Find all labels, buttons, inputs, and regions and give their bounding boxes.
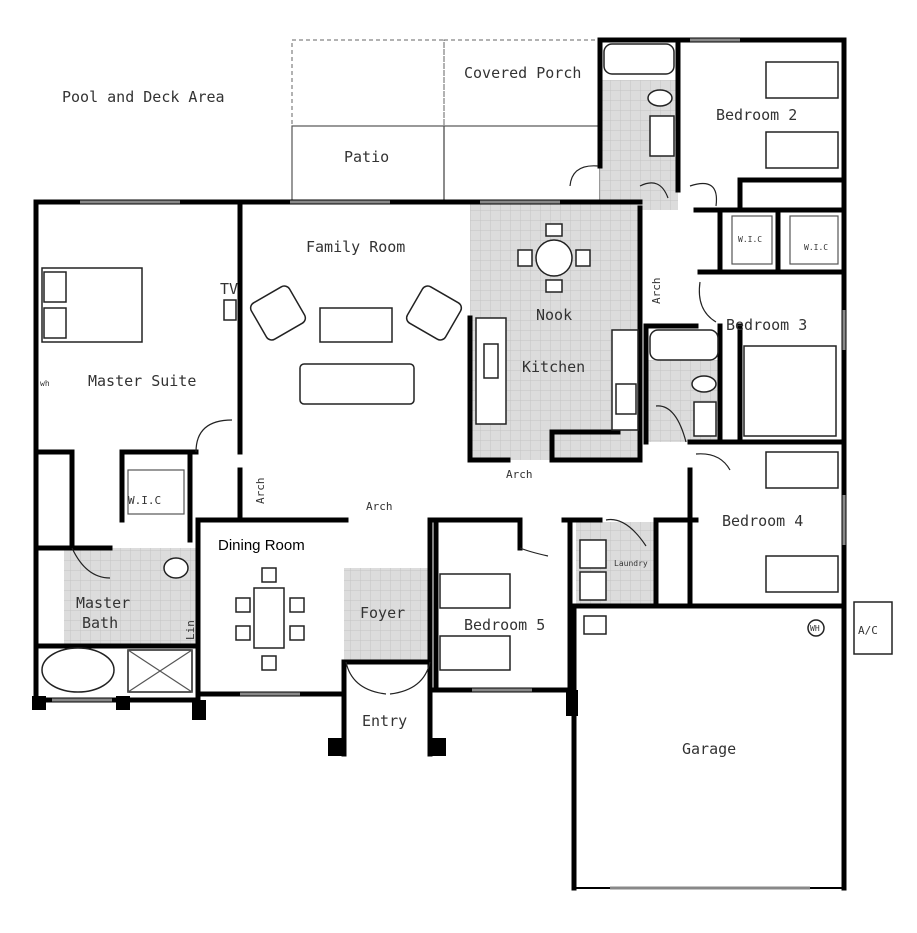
room-labels: Pool and Deck Area Covered Porch Patio B… (40, 64, 878, 758)
porch-lower-zone (443, 125, 601, 203)
sofa-icon (299, 363, 415, 405)
toilet-2-icon (647, 89, 673, 107)
posts (32, 690, 578, 756)
bedroom-4-label: Bedroom 4 (722, 512, 803, 530)
patio-upper-left-zone (291, 39, 445, 127)
bedroom-5-label: Bedroom 5 (464, 616, 545, 634)
bathtub-2-icon (603, 43, 675, 75)
furniture (41, 43, 893, 693)
linen-label: Lin (184, 620, 197, 640)
bath-2-door[interactable] (569, 165, 599, 187)
dining-room-label: Dining Room (218, 537, 305, 554)
entry-label: Entry (362, 712, 407, 730)
laundry-door[interactable] (605, 518, 647, 547)
tv-icon (223, 299, 237, 321)
bed2-wic-b-label: W.I.C (804, 243, 828, 252)
master-bath-label-1: Master (76, 594, 130, 612)
patio-label: Patio (344, 148, 389, 166)
master-bath-door[interactable] (71, 547, 111, 579)
bathtub-3-icon (649, 329, 719, 361)
nook-table-icon (535, 239, 573, 277)
garage-wh-label: WH (810, 624, 820, 633)
bedroom-3-door[interactable] (698, 281, 717, 323)
arch-nook-label: Arch (650, 278, 663, 305)
covered-porch-zone (443, 39, 601, 127)
garage-label: Garage (682, 740, 736, 758)
bedroom-2-label: Bedroom 2 (716, 106, 797, 124)
kitchen-label: Kitchen (522, 358, 585, 376)
windows (52, 38, 846, 890)
stove-icon (615, 383, 637, 415)
washer-icon (579, 539, 607, 569)
master-bath-label-2: Bath (82, 614, 118, 632)
tv-label: TV (220, 280, 238, 298)
bed-3-icon (743, 345, 837, 437)
dining-table-icon (253, 587, 285, 649)
wh-label: wh (40, 379, 50, 388)
master-wic-label: W.I.C (128, 494, 161, 507)
coffee-table-icon (319, 307, 393, 343)
bed-2b-icon (765, 131, 839, 169)
kitchen-counter-icon (611, 329, 639, 431)
garage-panel-icon (583, 615, 607, 635)
master-suite-label: Master Suite (88, 372, 196, 390)
vanity-3-icon (693, 401, 717, 437)
arch-kitchen-label: Arch (506, 468, 533, 481)
walls (33, 37, 847, 891)
bed-4a-icon (765, 451, 839, 489)
foyer-label: Foyer (360, 604, 405, 622)
bedroom-4-door[interactable] (695, 453, 731, 471)
ac-unit-icon (853, 601, 893, 655)
armchair-right-icon (405, 285, 463, 341)
pool-deck-label: Pool and Deck Area (62, 88, 225, 106)
bed-4b-icon (765, 555, 839, 593)
covered-porch-label: Covered Porch (464, 64, 581, 82)
kitchen-sink-icon (483, 343, 499, 379)
toilet-3-icon (691, 375, 717, 393)
laundry-label: Laundry (614, 559, 648, 568)
entry-door-left[interactable] (345, 661, 387, 695)
bed-5a-icon (439, 573, 511, 609)
foyer-tile (344, 568, 430, 660)
bedroom-5-door[interactable] (519, 547, 549, 557)
entry-door-right[interactable] (389, 661, 431, 695)
dryer-icon (579, 571, 607, 601)
master-tub-icon (41, 647, 115, 693)
water-heater-icon (807, 619, 825, 637)
arch-dining-label: Arch (366, 500, 393, 513)
arch-family-label: Arch (254, 478, 267, 505)
master-toilet-icon (163, 557, 189, 579)
doors (71, 165, 731, 695)
nook-label: Nook (536, 306, 572, 324)
master-suite-door[interactable] (195, 419, 233, 453)
bed-5b-icon (439, 635, 511, 671)
bed2-wic-a-label: W.I.C (738, 235, 762, 244)
bedroom-2-door[interactable] (639, 182, 669, 199)
bedroom-3-label: Bedroom 3 (726, 316, 807, 334)
bed-2a-icon (765, 61, 839, 99)
ac-label: A/C (858, 624, 878, 637)
vanity-2-icon (649, 115, 675, 157)
bath-3-door[interactable] (655, 405, 687, 443)
armchair-left-icon (249, 285, 307, 341)
bedroom-2-closet-door[interactable] (689, 182, 718, 207)
family-room-label: Family Room (306, 238, 405, 256)
